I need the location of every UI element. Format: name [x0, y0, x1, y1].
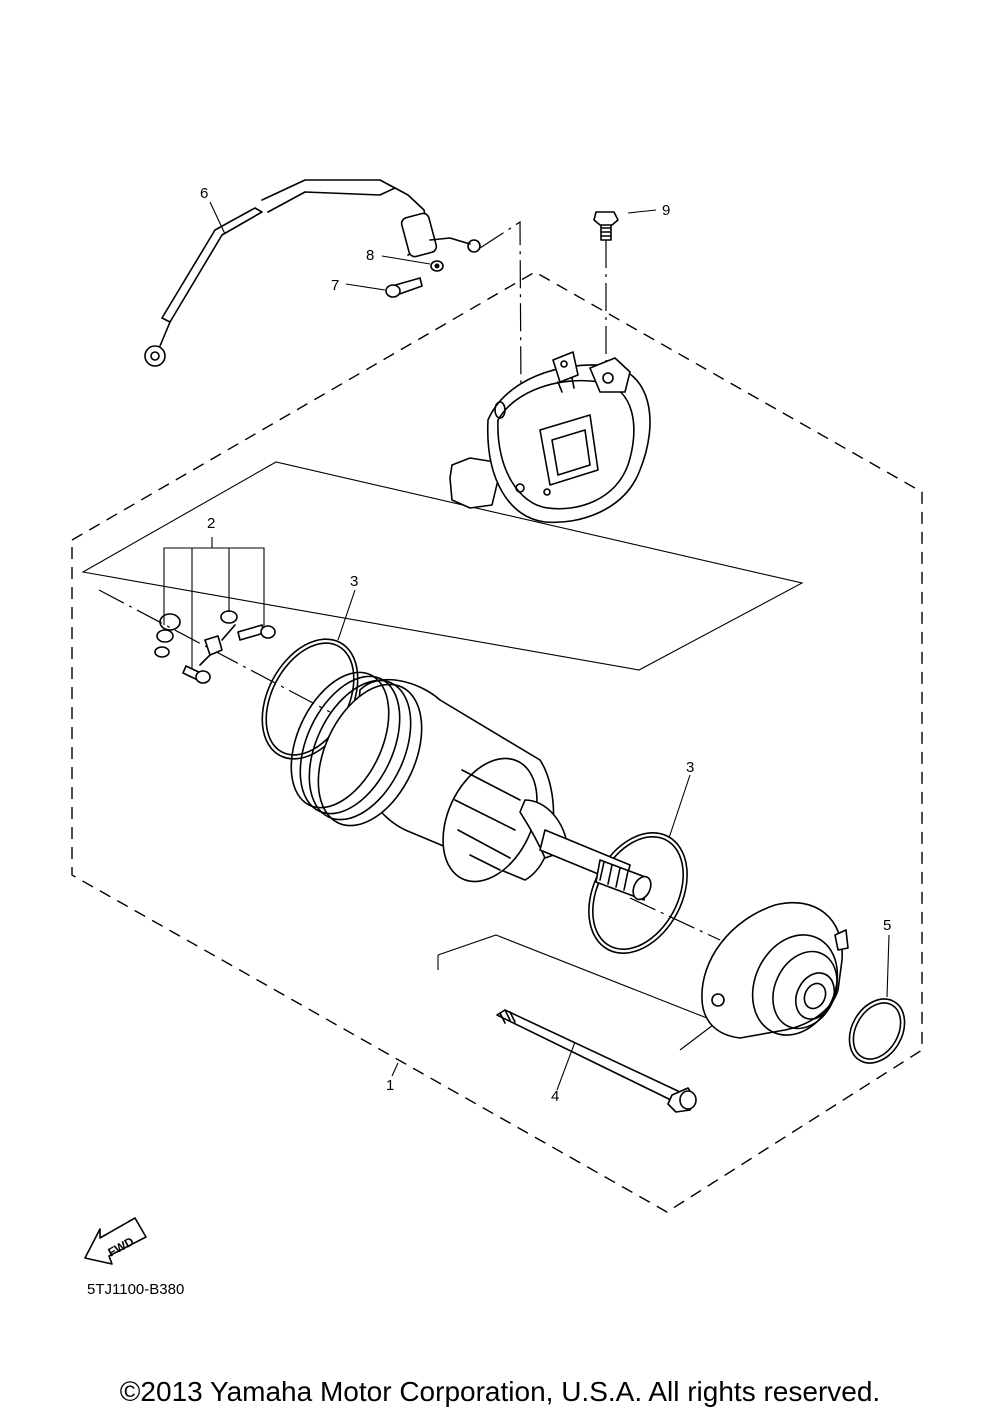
callout-8: 8 [366, 247, 374, 264]
leader-3b [668, 774, 691, 839]
leader-4 [556, 1041, 576, 1091]
brush-set [154, 537, 276, 684]
assembly-boundary-dashed [71, 271, 923, 1213]
center-axis-line-2 [629, 897, 721, 941]
bolt [593, 211, 619, 241]
brush-plane-outline [81, 461, 804, 671]
leader-1 [391, 1062, 399, 1077]
leader-8 [381, 255, 431, 265]
cable-guide-dashed [479, 220, 522, 396]
bolt-plane-outline [437, 934, 719, 1051]
callout-9: 9 [662, 202, 670, 219]
fwd-arrow-icon: FWD [84, 1217, 147, 1265]
screw [385, 277, 423, 298]
callout-4: 4 [551, 1088, 559, 1105]
callout-3-left: 3 [350, 573, 358, 590]
callout-2: 2 [207, 515, 215, 532]
lead-wire [144, 179, 481, 367]
callout-1: 1 [386, 1077, 394, 1094]
armature-yoke [290, 671, 652, 901]
o-ring-small-inner [852, 1002, 902, 1060]
leader-6 [209, 201, 226, 235]
callout-3-right: 3 [686, 759, 694, 776]
front-cover-housing [449, 351, 651, 524]
leader-5 [886, 934, 890, 998]
o-ring-small [848, 998, 906, 1064]
washer [430, 260, 444, 272]
diagram-code: 5TJ1100-B380 [87, 1281, 185, 1298]
leader-3a [337, 589, 356, 641]
callout-5: 5 [883, 917, 891, 934]
leader-9 [627, 209, 657, 214]
callout-7: 7 [331, 277, 339, 294]
through-bolt [496, 1009, 697, 1113]
rear-cover [701, 901, 849, 1039]
callout-6: 6 [200, 185, 208, 202]
copyright-notice: ©2013 Yamaha Motor Corporation, U.S.A. A… [119, 1376, 881, 1407]
leader-7 [345, 283, 386, 291]
